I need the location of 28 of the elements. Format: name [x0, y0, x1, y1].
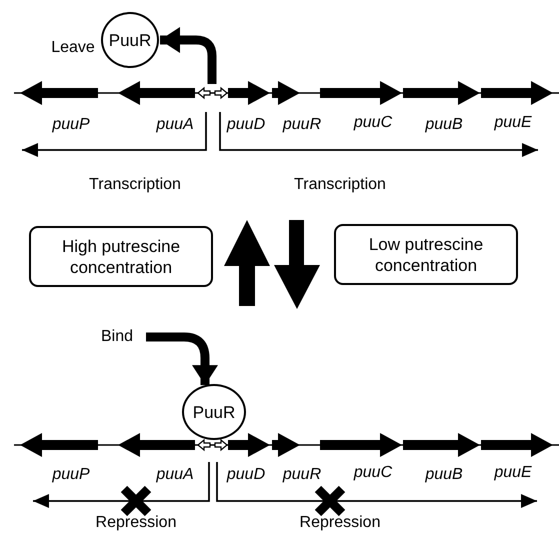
gene-name: puuA: [156, 116, 194, 134]
gene-name: puuE: [494, 464, 532, 482]
gene-name: puuP: [52, 116, 90, 134]
condition-box: [334, 224, 518, 285]
gene-name: puuD: [226, 116, 266, 134]
condition-text: Low putrescine concentration: [368, 234, 484, 276]
action-label: Bind: [100, 328, 134, 346]
action-label: Leave: [51, 39, 95, 57]
condition-text: High putrescine concentration: [60, 236, 182, 278]
protein-label: PuuR: [108, 30, 152, 50]
gene-name: puuB: [425, 116, 463, 134]
gene-name: puuE: [494, 114, 532, 132]
gene-name: puuC: [354, 464, 392, 482]
process-label: Transcription: [294, 176, 386, 194]
protein-label: PuuR: [192, 402, 236, 422]
process-label: Repression: [96, 514, 176, 532]
gene-name: puuB: [425, 466, 463, 484]
curved-arrow: [146, 332, 218, 386]
gene-name: puuP: [52, 466, 90, 484]
process-label: Repression: [300, 514, 380, 532]
condition-box: [29, 226, 213, 287]
gene-name: puuC: [354, 114, 392, 132]
gene-name: puuR: [282, 116, 322, 134]
gene-name: puuA: [156, 466, 194, 484]
process-label: Transcription: [89, 176, 181, 194]
gene-name: puuD: [226, 466, 266, 484]
curved-arrow: [160, 27, 216, 84]
gene-name: puuR: [282, 466, 322, 484]
